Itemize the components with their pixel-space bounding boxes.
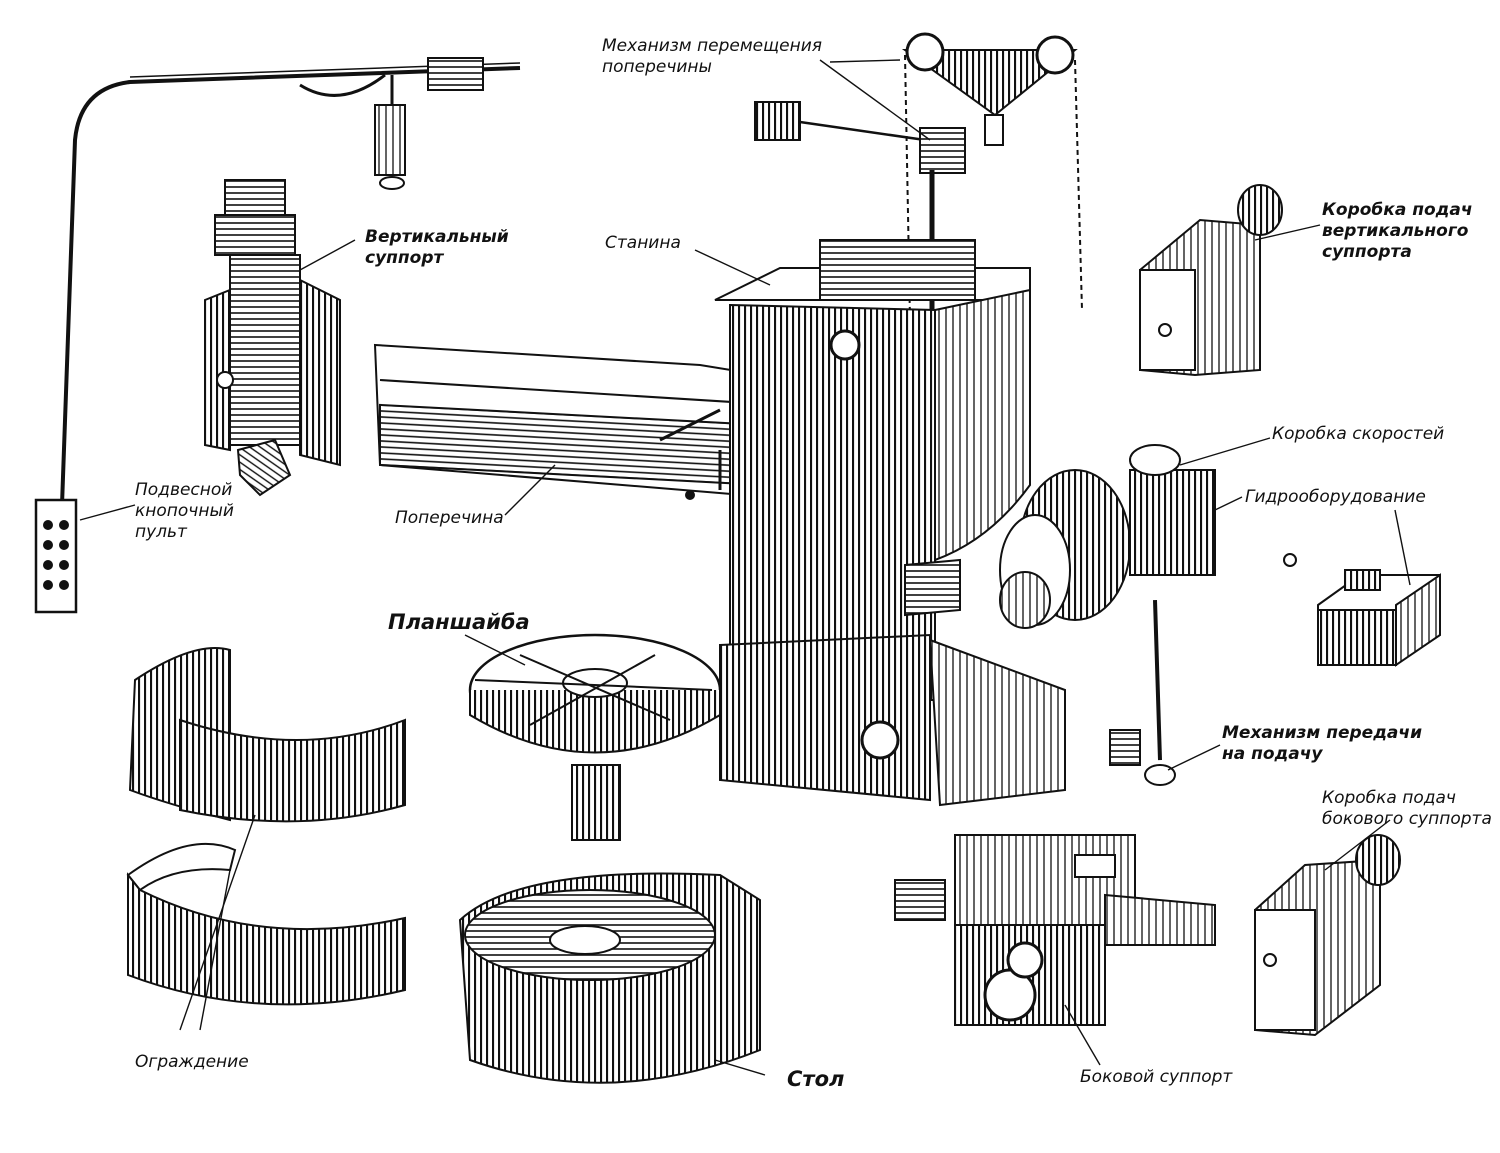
label-line: Механизм передачи — [1222, 723, 1422, 743]
label-feed-box-vertical: Коробка подач вертикального суппорта — [1322, 200, 1473, 263]
label-table: Стол — [787, 1067, 845, 1091]
label-line: суппорт — [365, 248, 444, 268]
label-line: Вертикальный — [365, 227, 509, 247]
label-vertical-support: Вертикальный суппорт — [365, 227, 509, 269]
label-feed-transmission: Механизм передачи на подачу — [1222, 723, 1422, 765]
bed — [714, 239, 1066, 807]
label-guard: Ограждение — [135, 1052, 249, 1072]
leader-lines — [79, 59, 1411, 1076]
pendant-panel — [34, 57, 521, 614]
table — [458, 872, 761, 1084]
label-line: на подачу — [1222, 744, 1323, 764]
label-pendant-panel: Подвесной кнопочный пульт — [135, 480, 234, 543]
label-line: Подвесной — [135, 480, 233, 500]
label-gearbox: Коробка скоростей — [1272, 424, 1445, 444]
vertical-support — [204, 179, 341, 497]
label-line: Коробка подач — [1322, 200, 1473, 220]
feed-box-side — [1254, 834, 1401, 1037]
label-side-support: Боковой суппорт — [1080, 1067, 1233, 1087]
label-faceplate: Планшайба — [388, 610, 530, 634]
hydraulics — [1283, 553, 1441, 667]
faceplate — [468, 633, 722, 841]
label-bed: Станина — [605, 233, 681, 253]
gearbox — [999, 444, 1216, 629]
label-line: суппорта — [1322, 242, 1412, 262]
label-crossbar: Поперечина — [395, 508, 504, 528]
label-line: Механизм перемещения — [602, 36, 823, 56]
label-line: бокового суппорта — [1322, 809, 1492, 829]
side-support — [894, 834, 1216, 1026]
label-line: вертикального — [1322, 221, 1469, 241]
guard-lower — [126, 842, 406, 1006]
label-hydraulics: Гидрооборудование — [1245, 487, 1426, 507]
guard-upper — [128, 647, 406, 823]
feed-box-vertical — [1139, 184, 1283, 377]
crossbar — [373, 343, 781, 500]
label-feed-box-side: Коробка подач бокового суппорта — [1322, 788, 1492, 830]
label-line: Коробка подач — [1322, 788, 1456, 808]
feed-transmission — [1109, 599, 1176, 786]
label-line: кнопочный — [135, 501, 234, 521]
crossbar-moving-mechanism — [754, 32, 1083, 340]
label-line: пульт — [135, 522, 187, 542]
label-line: поперечины — [602, 57, 712, 77]
label-crossbar-mechanism: Механизм перемещения поперечины — [602, 36, 822, 78]
